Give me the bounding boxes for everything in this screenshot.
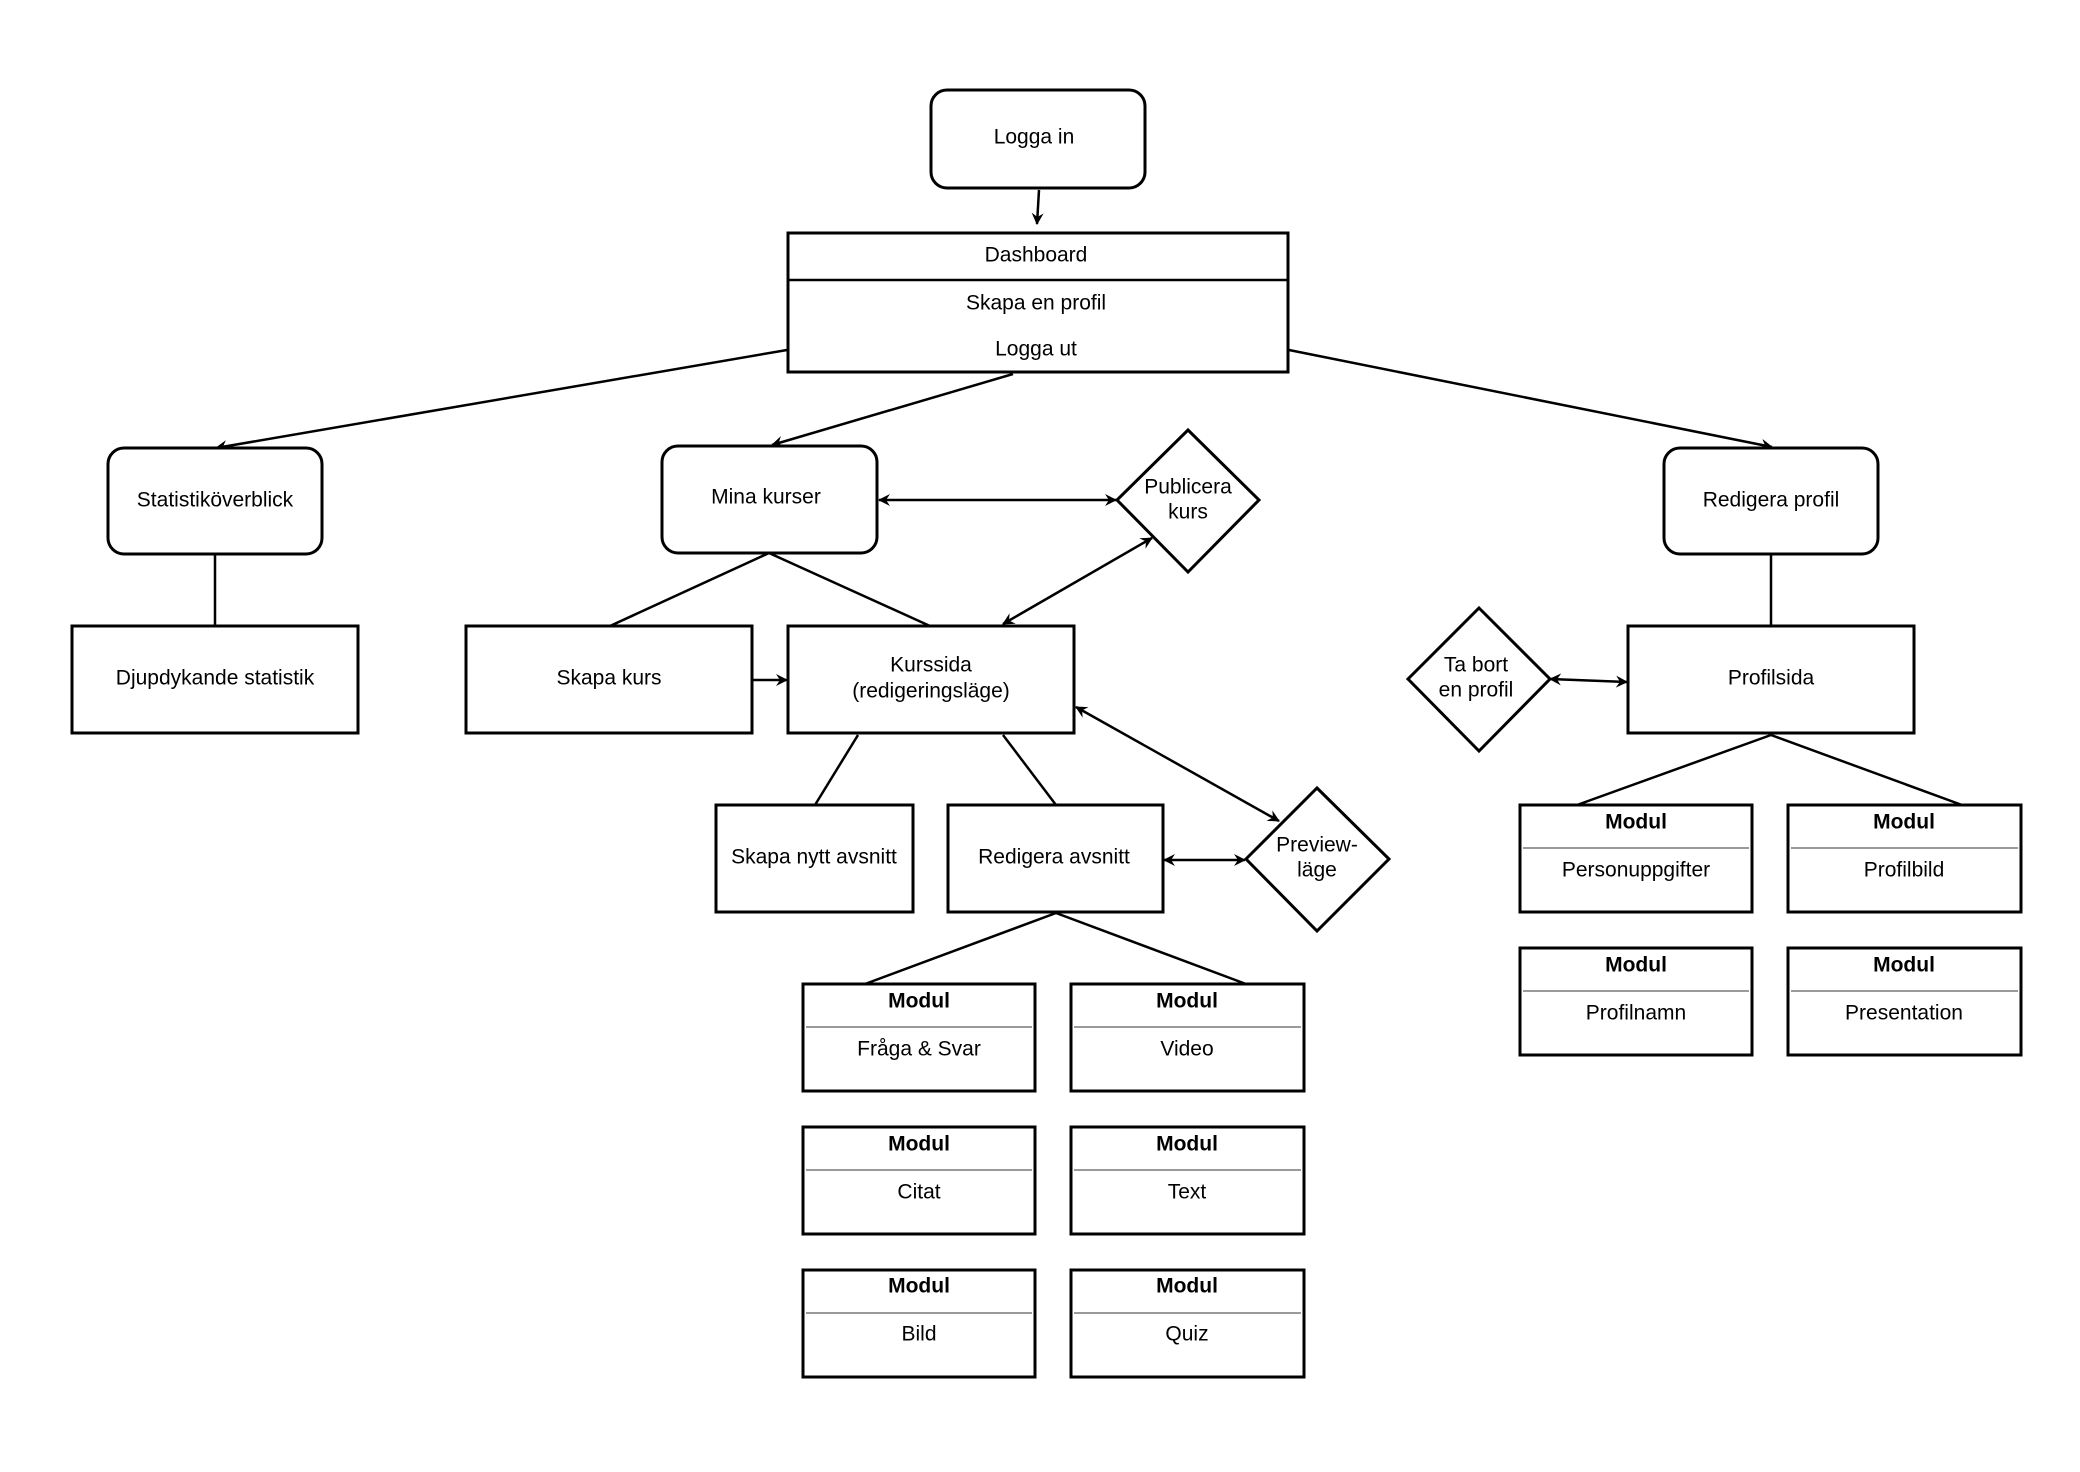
course-page-node: Kurssida (redigeringsläge) <box>786 624 1076 735</box>
dashboard-item-create-profile: Skapa en profil <box>966 292 1106 315</box>
create-course-node: Skapa kurs <box>464 624 754 735</box>
course-module-quiz-label: Quiz <box>1165 1323 1208 1346</box>
profile-module-personal-info: Modul Personuppgifter <box>1518 803 1754 914</box>
profile-page-node: Profilsida <box>1626 624 1916 735</box>
dashboard-item-logout: Logga ut <box>995 338 1077 361</box>
new-section-label: Skapa nytt avsnitt <box>731 846 897 869</box>
edge-dashboard-edit-profile <box>1288 348 1773 451</box>
my-courses-label: Mina kurser <box>711 486 821 509</box>
edge-course-page-preview <box>1075 705 1280 823</box>
statistics-overview-node: Statistiköverblick <box>106 446 324 556</box>
course-page-label-line2: (redigeringsläge) <box>852 680 1010 703</box>
create-course-label: Skapa kurs <box>556 667 661 690</box>
delete-profile-node: Ta bort en profil <box>1405 605 1553 754</box>
edge-profile-page-module-right <box>1770 733 1963 807</box>
profile-module-presentation: Modul Presentation <box>1786 946 2023 1057</box>
course-module-qa-label: Fråga & Svar <box>857 1038 981 1061</box>
edge-edit-section-module-left <box>864 911 1057 986</box>
profile-module-personal-info-label: Personuppgifter <box>1562 859 1710 882</box>
course-module-quote-label: Citat <box>897 1181 940 1204</box>
publish-course-label-line1: Publicera <box>1144 476 1232 499</box>
course-module-video: Modul Video <box>1069 982 1306 1093</box>
module-header: Modul <box>1873 811 1935 834</box>
course-module-text-label: Text <box>1168 1181 1207 1204</box>
course-page-label-line1: Kurssida <box>890 654 972 677</box>
edge-course-page-edit-section <box>1002 734 1057 806</box>
module-header: Modul <box>1156 990 1218 1013</box>
profile-module-presentation-label: Presentation <box>1845 1002 1963 1025</box>
course-module-quote: Modul Citat <box>801 1125 1037 1236</box>
edge-course-page-new-section <box>813 734 860 806</box>
module-header: Modul <box>1873 954 1935 977</box>
publish-course-label-line2: kurs <box>1168 501 1208 524</box>
new-section-node: Skapa nytt avsnitt <box>714 803 915 914</box>
edge-edit-section-module-right <box>1055 911 1247 986</box>
profile-module-profile-name-label: Profilnamn <box>1586 1002 1686 1025</box>
course-module-image: Modul Bild <box>801 1268 1037 1379</box>
edge-my-courses-course-page <box>768 551 931 628</box>
module-header: Modul <box>1156 1275 1218 1298</box>
deep-statistics-node: Djupdykande statistik <box>70 624 360 735</box>
course-module-image-label: Bild <box>901 1323 936 1346</box>
profile-module-profile-picture-label: Profilbild <box>1864 859 1945 882</box>
course-module-qa: Modul Fråga & Svar <box>801 982 1037 1093</box>
delete-profile-label-line1: Ta bort <box>1444 654 1508 677</box>
module-header: Modul <box>1605 954 1667 977</box>
module-header: Modul <box>1156 1133 1218 1156</box>
profile-page-label: Profilsida <box>1728 667 1815 690</box>
course-module-quiz: Modul Quiz <box>1069 1268 1306 1379</box>
dashboard-node: Dashboard Skapa en profil Logga ut <box>786 231 1290 374</box>
module-header: Modul <box>888 1275 950 1298</box>
profile-module-profile-picture: Modul Profilbild <box>1786 803 2023 914</box>
module-header: Modul <box>888 990 950 1013</box>
module-header: Modul <box>888 1133 950 1156</box>
my-courses-node: Mina kurser <box>660 444 879 555</box>
preview-mode-node: Preview- läge <box>1243 785 1392 934</box>
edit-section-node: Redigera avsnitt <box>946 803 1165 914</box>
publish-course-node: Publicera kurs <box>1114 427 1262 575</box>
edge-delete-profile-page <box>1549 673 1628 688</box>
edge-login-dashboard <box>1031 189 1044 225</box>
edit-section-label: Redigera avsnitt <box>978 846 1130 869</box>
delete-profile-label-line2: en profil <box>1439 679 1514 702</box>
course-module-text: Modul Text <box>1069 1125 1306 1236</box>
edge-profile-page-module-left <box>1576 733 1772 807</box>
profile-module-profile-name: Modul Profilnamn <box>1518 946 1754 1057</box>
statistics-overview-label: Statistiköverblick <box>137 489 294 512</box>
module-header: Modul <box>1605 811 1667 834</box>
preview-mode-label-line2: läge <box>1297 859 1337 882</box>
deep-statistics-label: Djupdykande statistik <box>116 667 315 690</box>
connectors <box>213 189 1963 986</box>
edit-profile-node: Redigera profil <box>1662 446 1880 556</box>
edge-dashboard-my-courses <box>771 372 1014 448</box>
course-module-video-label: Video <box>1160 1038 1213 1061</box>
dashboard-title: Dashboard <box>985 244 1088 267</box>
login-node: Logga in <box>929 88 1147 190</box>
preview-mode-label-line1: Preview- <box>1276 834 1358 857</box>
edge-dashboard-statistics <box>215 348 788 453</box>
edge-my-courses-create <box>609 551 770 628</box>
edge-publish-course-page <box>1002 536 1153 626</box>
edit-profile-label: Redigera profil <box>1703 489 1840 512</box>
login-label: Logga in <box>994 126 1075 149</box>
